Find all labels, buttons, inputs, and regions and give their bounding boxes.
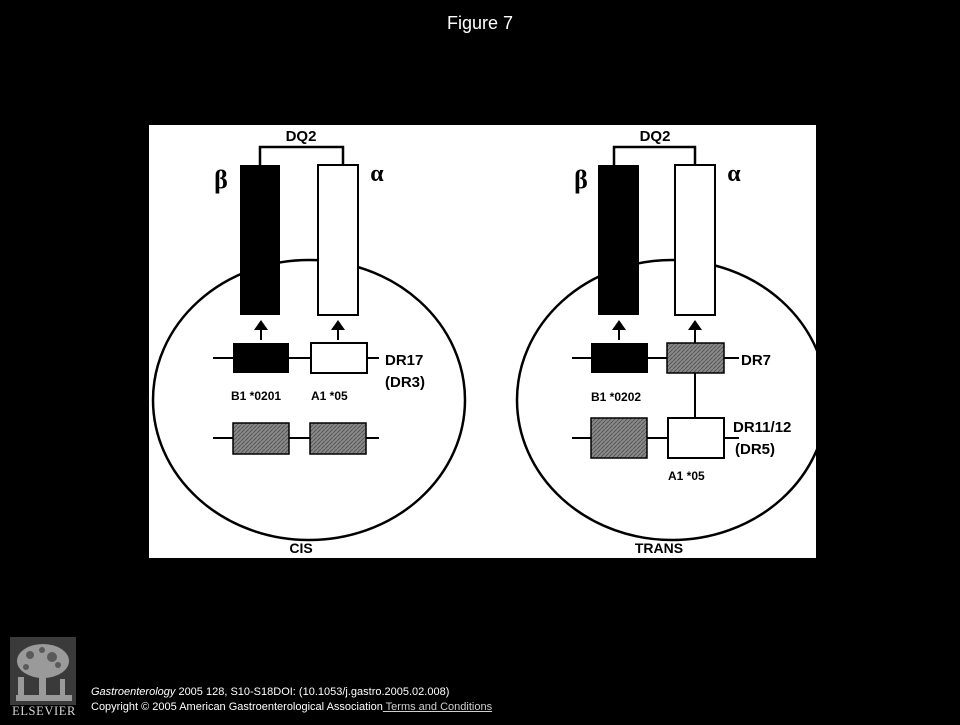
cis-gene-b1-0201 (233, 343, 289, 373)
slide-title: Figure 7 (446, 13, 514, 33)
trans-gene-hatched-dr5 (590, 417, 648, 459)
cis-gene-a-label: A1 *05 (311, 389, 348, 403)
cis-gene-hatched-1 (232, 422, 290, 455)
trans-haplotype-2-label-line1: DR11/12 (733, 419, 791, 436)
copyright-line: Copyright © 2005 American Gastroenterolo… (91, 700, 492, 715)
cis-alpha-arrow (331, 320, 345, 340)
trans-gene-hatched-dr7 (666, 342, 725, 374)
trans-panel: DQ2 β α DR7 B1 *0202 D (515, 128, 816, 556)
trans-dq2-bracket (612, 145, 697, 165)
citation-line: Gastroenterology 2005 128, S10-S18DOI: (… (91, 685, 492, 700)
cis-beta-chain (240, 165, 280, 315)
cis-panel-label: CIS (289, 540, 312, 556)
cis-alpha-chain (317, 164, 359, 316)
trans-panel-label: TRANS (635, 540, 683, 556)
trans-gene-b1-0202 (591, 343, 648, 373)
cis-cell (151, 258, 467, 542)
cis-gene-hatched-2 (309, 422, 367, 455)
trans-cell (515, 258, 816, 542)
cis-haplotype-label-line1: DR17 (385, 352, 423, 369)
cis-beta-symbol: β (214, 165, 228, 194)
trans-beta-arrow (612, 320, 626, 340)
cis-gene-a1-05 (310, 342, 368, 374)
citation-journal: Gastroenterology (91, 686, 176, 698)
trans-beta-chain (598, 165, 639, 315)
trans-haplotype-2-label-line2: (DR5) (735, 441, 775, 458)
citation-details: 2005 128, S10-S18DOI: (10.1053/j.gastro.… (175, 686, 450, 698)
citation-block: Gastroenterology 2005 128, S10-S18DOI: (… (91, 685, 492, 715)
cis-gene-b-label: B1 *0201 (231, 389, 281, 403)
terms-and-conditions-link[interactable]: Terms and Conditions (382, 701, 493, 713)
elsevier-wordmark: ELSEVIER (12, 704, 76, 718)
trans-alpha-symbol: α (727, 161, 741, 187)
trans-gene-a1-05 (667, 417, 725, 459)
elsevier-logo: ELSEVIER (8, 637, 80, 720)
cis-alpha-symbol: α (370, 161, 384, 187)
copyright-text: Copyright © 2005 American Gastroenterolo… (91, 701, 383, 713)
trans-beta-symbol: β (574, 165, 588, 194)
trans-dq2-label: DQ2 (640, 128, 671, 145)
hla-dq2-diagram: DQ2 β α DR17 (DR3) B1 *0201 A1 *05 (149, 125, 816, 558)
cis-dq2-label: DQ2 (286, 128, 317, 145)
trans-alpha-chain (674, 164, 716, 316)
trans-haplotype-1-label: DR7 (741, 352, 771, 369)
trans-gene-a-label: A1 *05 (668, 469, 705, 483)
cis-panel: DQ2 β α DR17 (DR3) B1 *0201 A1 *05 (151, 128, 467, 556)
trans-gene-b-label: B1 *0202 (591, 390, 641, 404)
cis-dq2-bracket (258, 145, 345, 165)
cis-haplotype-label-line2: (DR3) (385, 374, 425, 391)
cis-beta-arrow (254, 320, 268, 340)
